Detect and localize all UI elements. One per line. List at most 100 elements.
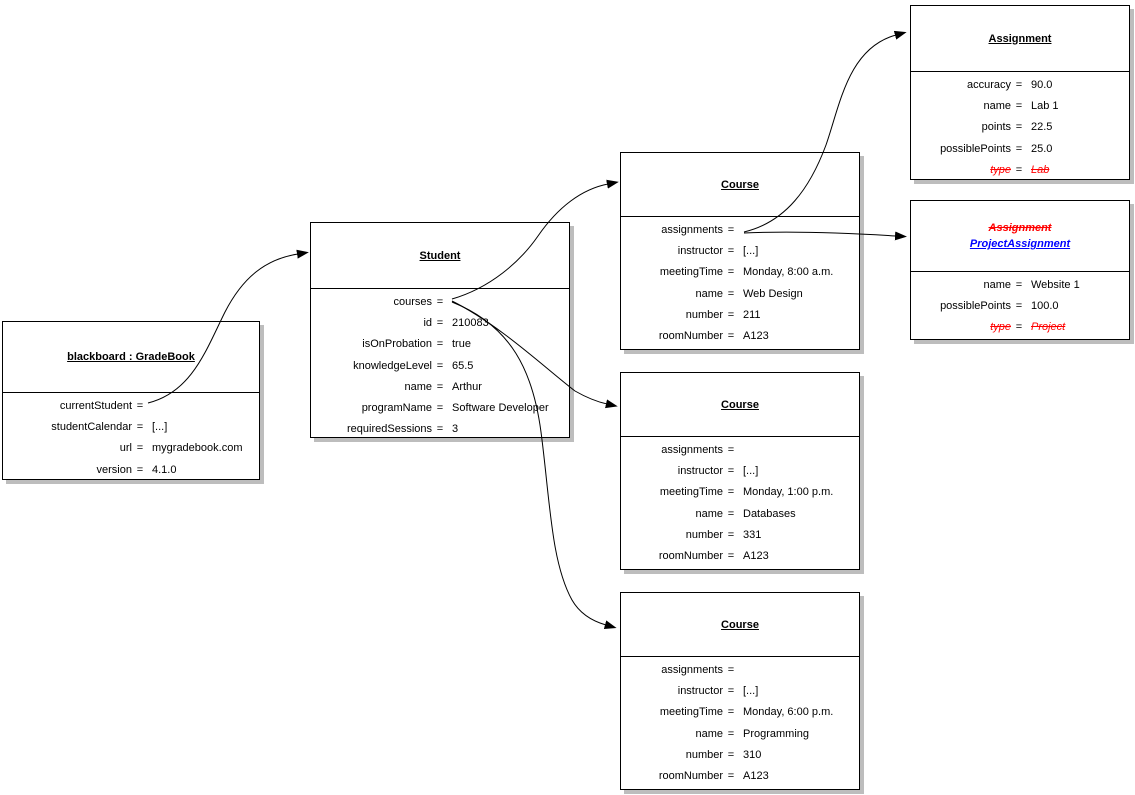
attribute-value: 90.0 [1031, 78, 1053, 91]
attribute-row: version=4.1.0 [3, 459, 259, 480]
equals-sign: = [727, 684, 735, 697]
attribute-row: assignments= [621, 659, 859, 680]
attribute-label: instructor [677, 244, 723, 257]
attribute-value: A123 [743, 330, 769, 343]
attribute-value: Lab 1 [1031, 99, 1059, 112]
equals-sign: = [727, 507, 735, 520]
equals-sign: = [727, 486, 735, 499]
equals-sign: = [727, 706, 735, 719]
attribute-row: id=210083 [311, 312, 569, 333]
equals-sign: = [727, 550, 735, 563]
attribute-value: 25.0 [1031, 142, 1053, 155]
attribute-label: name [404, 380, 432, 393]
attribute-value: Arthur [452, 380, 482, 393]
attribute-value: Software Developer [452, 402, 549, 415]
attribute-label: possiblePoints [940, 299, 1011, 312]
title-compartment: Course [621, 153, 859, 217]
equals-sign: = [1015, 99, 1023, 112]
equals-sign: = [436, 338, 444, 351]
equals-sign: = [436, 423, 444, 436]
title-compartment: Student [311, 223, 569, 289]
attribute-row: instructor=[...] [621, 680, 859, 701]
attribute-value: 211 [743, 308, 761, 321]
attribute-row: programName=Software Developer [311, 397, 569, 418]
attribute-label: name [983, 99, 1011, 112]
attribute-label: number [685, 308, 723, 321]
attribute-value: 331 [743, 528, 762, 541]
attribute-row: type=Lab [911, 159, 1129, 180]
attribute-label: isOnProbation [362, 338, 432, 351]
attribute-row: possiblePoints=100.0 [911, 295, 1129, 316]
attribute-row: roomNumber=A123 [621, 325, 859, 346]
equals-sign: = [727, 266, 735, 279]
attribute-row: assignments= [621, 219, 859, 240]
attribute-label: number [685, 748, 723, 761]
attribute-label: knowledgeLevel [353, 359, 432, 372]
attribute-label: roomNumber [658, 770, 723, 783]
equals-sign: = [1015, 142, 1023, 155]
object-title: Student [419, 249, 461, 262]
attribute-value: 210083 [452, 316, 489, 329]
equals-sign: = [1015, 278, 1023, 291]
attributes-compartment: assignments=instructor=[...]meetingTime=… [621, 657, 859, 787]
attribute-label: requiredSessions [347, 423, 432, 436]
attribute-label: id [423, 316, 432, 329]
attribute-row: roomNumber=A123 [621, 545, 859, 566]
equals-sign: = [136, 463, 144, 476]
attribute-row: knowledgeLevel = 65.5 [311, 355, 569, 376]
equals-sign: = [727, 464, 735, 477]
object-box-course-programming[interactable]: Course assignments=instructor=[...]meeti… [620, 592, 860, 790]
attribute-value: Web Design [743, 287, 803, 300]
title-compartment: Assignment [911, 6, 1129, 72]
attribute-label: assignments [661, 663, 723, 676]
title-compartment: blackboard : GradeBook [3, 322, 259, 393]
attribute-row: studentCalendar=[...] [3, 416, 259, 437]
object-box-gradebook[interactable]: blackboard : GradeBook currentStudent=st… [2, 321, 260, 480]
attribute-row: number=310 [621, 744, 859, 765]
attribute-value: 65.5 [452, 359, 474, 372]
attribute-label: meetingTime [659, 486, 723, 499]
attribute-value: Project [1031, 321, 1066, 334]
attribute-label: programName [361, 402, 432, 415]
equals-sign: = [727, 770, 735, 783]
attribute-label: courses [393, 295, 432, 308]
equals-sign: = [727, 223, 735, 236]
attributes-compartment: assignments=instructor=[...]meetingTime=… [621, 217, 859, 347]
attribute-label: name [695, 727, 723, 740]
equals-sign: = [727, 528, 735, 541]
attribute-row: meetingTime = Monday, 1:00 p.m. [621, 482, 859, 503]
attribute-label: name [695, 507, 723, 520]
attribute-label: type [990, 321, 1011, 334]
attribute-row: number = 331 [621, 524, 859, 545]
equals-sign: = [1015, 121, 1023, 134]
attribute-label: name [983, 278, 1011, 291]
equals-sign: = [1015, 321, 1023, 334]
equals-sign: = [727, 748, 735, 761]
attribute-label: accuracy [966, 78, 1011, 91]
object-title: Course [721, 398, 759, 411]
attribute-row: number = 211 [621, 304, 859, 325]
object-title: Assignment [988, 222, 1052, 234]
attribute-label: version [96, 463, 132, 476]
attributes-compartment: currentStudent=studentCalendar=[...]url=… [3, 393, 259, 480]
attribute-row: accuracy=90.0 [911, 74, 1129, 95]
attribute-row: requiredSessions=3 [311, 419, 569, 440]
attribute-row: currentStudent= [3, 395, 259, 416]
attribute-value: Lab [1031, 163, 1050, 176]
attribute-value: Website 1 [1031, 278, 1080, 291]
attribute-label: number [685, 528, 723, 541]
object-box-course-web-design[interactable]: Course assignments=instructor=[...]meeti… [620, 152, 860, 350]
attribute-row: name=Arthur [311, 376, 569, 397]
equals-sign: = [436, 359, 444, 372]
equals-sign: = [436, 295, 444, 308]
equals-sign: = [727, 308, 735, 321]
object-box-course-databases[interactable]: Course assignments=instructor=[...]meeti… [620, 372, 860, 570]
attribute-value: Monday, 1:00 p.m. [743, 486, 834, 499]
object-title: Assignment [988, 32, 1052, 45]
attribute-label: studentCalendar [51, 420, 132, 433]
